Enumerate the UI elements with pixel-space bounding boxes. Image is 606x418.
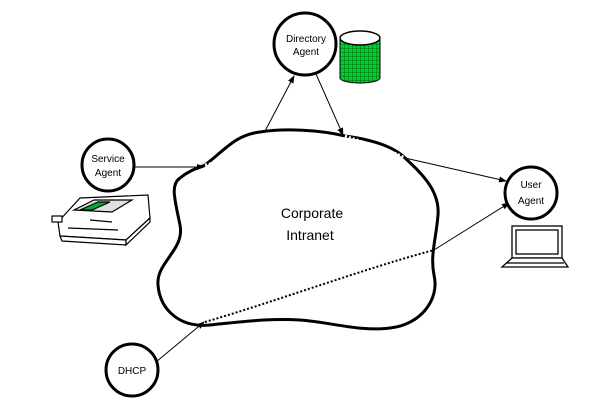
service-agent-node (80, 137, 136, 193)
intranet-cloud (156, 128, 440, 331)
dhcp-label: DHCP (118, 366, 147, 377)
line-cloud-to-directory (263, 75, 295, 134)
user-agent-label-line1: User (520, 180, 542, 191)
database-icon (339, 30, 381, 84)
line-cloud-to-user-top (404, 157, 507, 183)
cloud-label-line2: Intranet (286, 227, 334, 243)
laptop-icon (500, 225, 570, 268)
service-agent-label-line2: Agent (95, 168, 121, 179)
line-dhcp-to-cloud (155, 321, 205, 363)
line-directory-to-cloud (315, 73, 344, 136)
service-agent-label-line1: Service (91, 154, 125, 165)
printer-icon (51, 194, 151, 247)
directory-agent-node (272, 11, 338, 77)
cloud-label-line1: Corporate (281, 205, 343, 221)
dotted-path-directory-to-user (344, 134, 406, 160)
dhcp-node (104, 342, 160, 398)
line-cloud-to-user-bottom (433, 202, 510, 251)
user-agent-label-line2: Agent (518, 196, 544, 207)
dotted-path-dhcp-to-user (204, 249, 435, 323)
directory-agent-label-line2: Agent (293, 47, 319, 58)
directory-agent-label-line1: Directory (286, 34, 326, 45)
user-agent-node (503, 165, 559, 221)
